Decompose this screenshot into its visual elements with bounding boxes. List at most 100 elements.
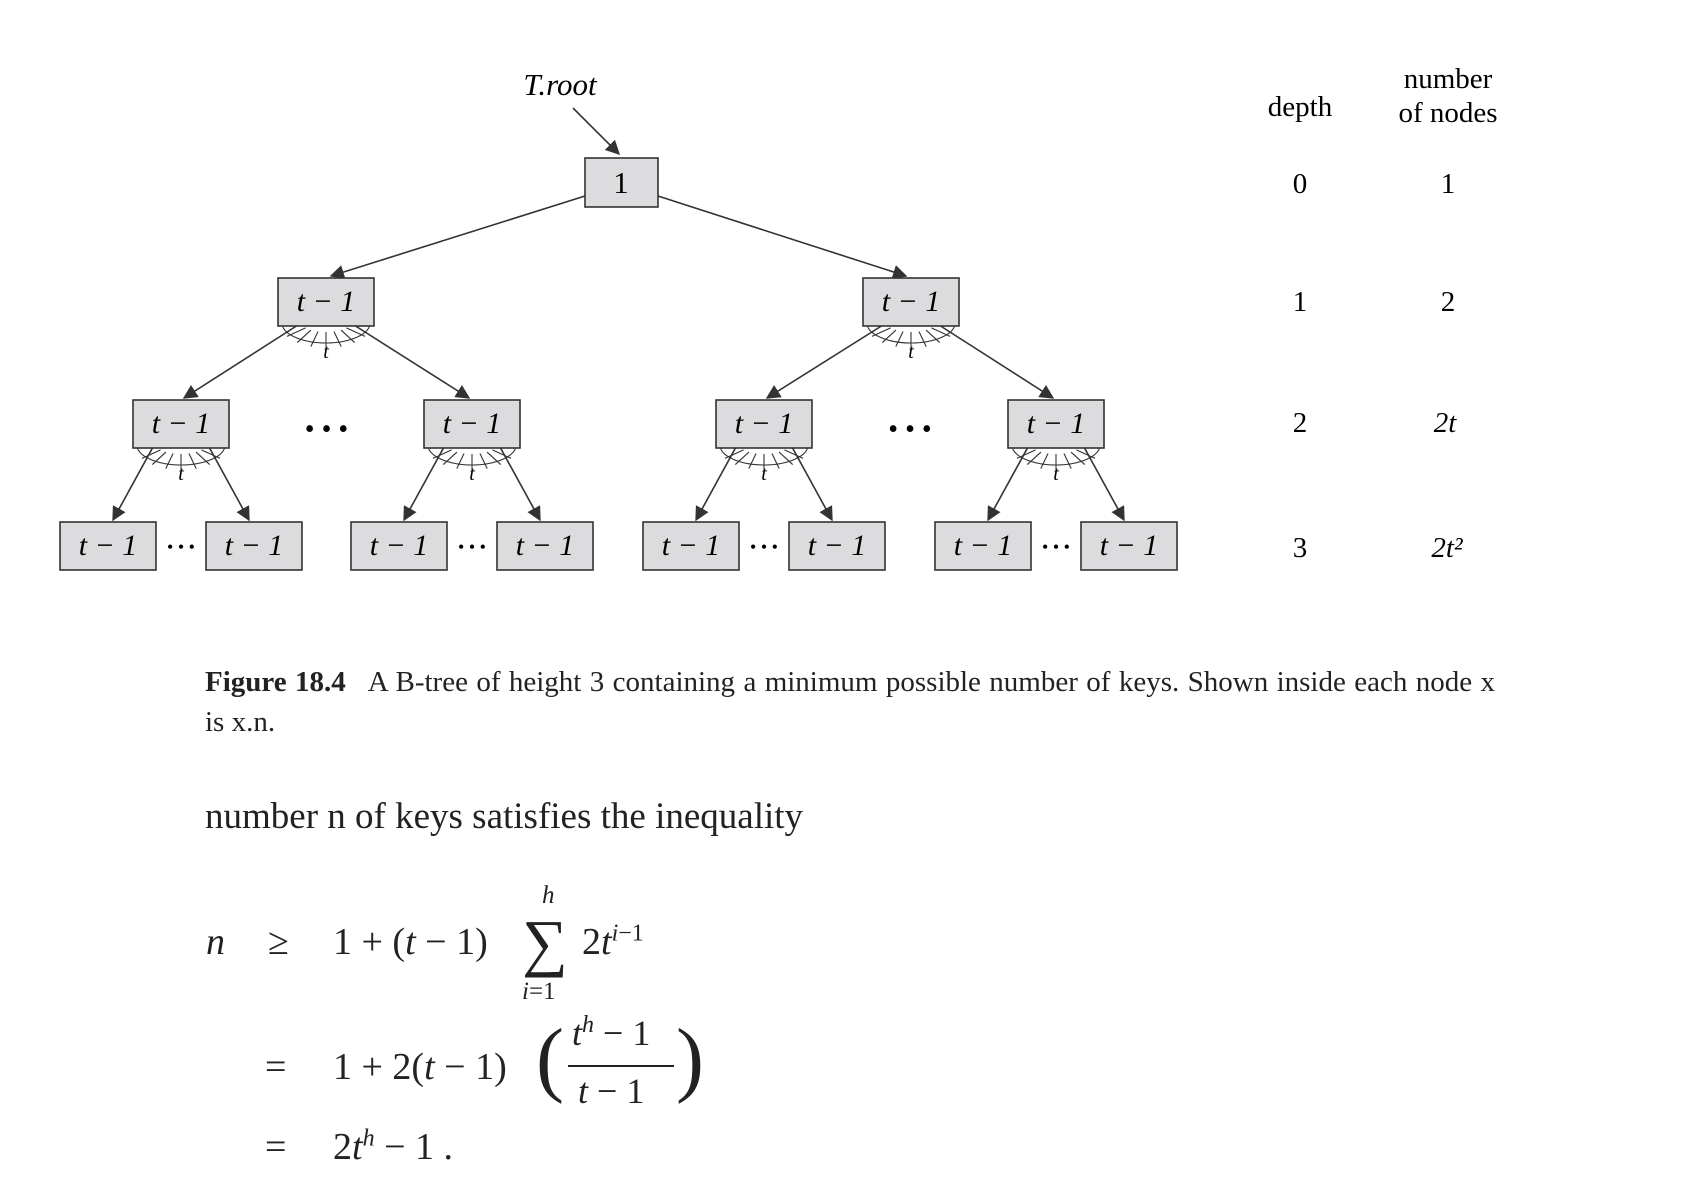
caption-text: A B-tree of height 3 containing a minimu… bbox=[205, 666, 1495, 738]
svg-text:t − 1: t − 1 bbox=[662, 529, 721, 562]
sum-upper: h bbox=[542, 882, 555, 909]
depth3-ellipsis-2: • • • bbox=[458, 537, 486, 557]
depth2-fan-1: t bbox=[136, 444, 226, 485]
fan-label: t bbox=[908, 341, 914, 363]
edge-d2-2-b bbox=[499, 446, 541, 522]
count-header-line1: number bbox=[1404, 63, 1493, 95]
count-1: 2 bbox=[1441, 286, 1456, 318]
depth3-node-8: t − 1 bbox=[1080, 521, 1178, 571]
edge-d2-2-a bbox=[403, 446, 445, 522]
depth2-ellipsis-1: • • • bbox=[305, 414, 348, 445]
root-node: 1 bbox=[584, 157, 659, 208]
svg-text:t − 1: t − 1 bbox=[882, 285, 941, 318]
tree-edges bbox=[112, 195, 1125, 522]
count-header-line2: of nodes bbox=[1398, 97, 1497, 129]
count-3: 2t² bbox=[1431, 532, 1464, 564]
depth-1: 1 bbox=[1293, 286, 1308, 318]
edge-d1-1-b bbox=[353, 324, 471, 399]
svg-text:t − 1: t − 1 bbox=[1027, 407, 1086, 440]
edge-d2-4-b bbox=[1083, 446, 1125, 522]
fraction-numerator: th − 1 bbox=[572, 1012, 651, 1053]
root-pointer-arrow bbox=[572, 107, 621, 156]
depth3-node-7: t − 1 bbox=[934, 521, 1032, 571]
edge-root-right bbox=[657, 195, 908, 279]
svg-text:t − 1: t − 1 bbox=[808, 529, 867, 562]
svg-text:t − 1: t − 1 bbox=[370, 529, 429, 562]
svg-text:t − 1: t − 1 bbox=[443, 407, 502, 440]
equation-rel-1: ≥ bbox=[268, 921, 289, 963]
depth2-fan-4: t bbox=[1011, 444, 1101, 485]
depth1-fan-2: t bbox=[866, 322, 956, 363]
depth3-ellipsis-1: • • • bbox=[167, 537, 195, 557]
fan-label: t bbox=[761, 463, 767, 485]
intro-text: number n of keys satisfies the inequalit… bbox=[205, 796, 804, 837]
depth-2: 2 bbox=[1293, 407, 1308, 439]
fraction-denominator: t − 1 bbox=[578, 1071, 645, 1111]
svg-text:t − 1: t − 1 bbox=[1100, 529, 1159, 562]
edge-d2-4-a bbox=[987, 446, 1029, 522]
depth-header: depth bbox=[1268, 91, 1333, 123]
edge-d2-1-b bbox=[208, 446, 250, 522]
svg-text:t − 1: t − 1 bbox=[225, 529, 284, 562]
depth3-ellipsis-4: • • • bbox=[1042, 537, 1070, 557]
depth-table: depth number of nodes 0 1 1 2 2 2t 3 2t² bbox=[1268, 63, 1498, 564]
depth2-node-2: t − 1 bbox=[423, 399, 521, 449]
count-2: 2t bbox=[1434, 407, 1458, 439]
tree-nodes: t − 1 t − 1 t − 1 t − 1 t − 1 t − 1 t − 1 t − 1… bbox=[59, 277, 1178, 571]
depth2-node-1: t − 1 bbox=[132, 399, 230, 449]
fan-label: t bbox=[323, 341, 329, 363]
depth3-node-1: t − 1 bbox=[59, 521, 157, 571]
depth2-fan-3: t bbox=[719, 444, 809, 485]
depth3-ellipsis-3: • • • bbox=[750, 537, 778, 557]
edge-d2-1-a bbox=[112, 446, 154, 522]
left-paren: ( bbox=[536, 1012, 564, 1105]
depth3-node-6: t − 1 bbox=[788, 521, 886, 571]
depth2-node-3: t − 1 bbox=[715, 399, 813, 449]
depth3-node-5: t − 1 bbox=[642, 521, 740, 571]
svg-text:1: 1 bbox=[613, 165, 629, 200]
equation-line-3: 2th − 1 . bbox=[333, 1125, 453, 1168]
depth-0: 0 bbox=[1293, 168, 1308, 200]
equation-line-1: 1 + (t − 1) bbox=[333, 921, 488, 963]
edge-d2-3-a bbox=[695, 446, 737, 522]
ellipses: • • • • • • • • • • • • • • • • • • bbox=[167, 414, 1070, 557]
depth1-fan-1: t bbox=[281, 322, 371, 363]
child-fans: t t t t t t bbox=[136, 322, 1101, 485]
fan-label: t bbox=[1053, 463, 1059, 485]
depth2-node-4: t − 1 bbox=[1007, 399, 1105, 449]
fan-label: t bbox=[469, 463, 475, 485]
depth1-node-1: t − 1 bbox=[277, 277, 375, 327]
depth3-node-4: t − 1 bbox=[496, 521, 594, 571]
svg-text:t − 1: t − 1 bbox=[152, 407, 211, 440]
equation-rel-3: = bbox=[265, 1126, 287, 1168]
svg-text:t − 1: t − 1 bbox=[297, 285, 356, 318]
root-pointer-label: T.root bbox=[523, 67, 598, 102]
equation-line-2: 1 + 2(t − 1) bbox=[333, 1046, 507, 1088]
edge-d1-1-a bbox=[182, 324, 299, 399]
sum-sign: ∑ bbox=[522, 907, 568, 978]
depth1-node-2: t − 1 bbox=[862, 277, 960, 327]
depth3-node-2: t − 1 bbox=[205, 521, 303, 571]
svg-text:t − 1: t − 1 bbox=[79, 529, 138, 562]
depth2-fan-2: t bbox=[427, 444, 517, 485]
svg-text:t − 1: t − 1 bbox=[516, 529, 575, 562]
depth2-ellipsis-2: • • • bbox=[888, 414, 931, 445]
count-0: 1 bbox=[1441, 168, 1456, 200]
fraction-bar bbox=[568, 1065, 674, 1067]
edge-d1-2-b bbox=[938, 324, 1055, 399]
depth-3: 3 bbox=[1293, 532, 1308, 564]
equation-lhs: n bbox=[206, 921, 225, 963]
depth3-node-3: t − 1 bbox=[350, 521, 448, 571]
right-paren: ) bbox=[676, 1012, 704, 1105]
edge-d2-3-b bbox=[791, 446, 833, 522]
sum-term: 2ti−1 bbox=[582, 920, 644, 963]
fan-label: t bbox=[178, 463, 184, 485]
edge-d1-2-a bbox=[765, 324, 884, 399]
svg-text:t − 1: t − 1 bbox=[954, 529, 1013, 562]
svg-text:t − 1: t − 1 bbox=[735, 407, 794, 440]
equation-rel-2: = bbox=[265, 1046, 287, 1088]
edge-root-left bbox=[329, 195, 586, 279]
caption-label: Figure 18.4 bbox=[205, 666, 346, 698]
